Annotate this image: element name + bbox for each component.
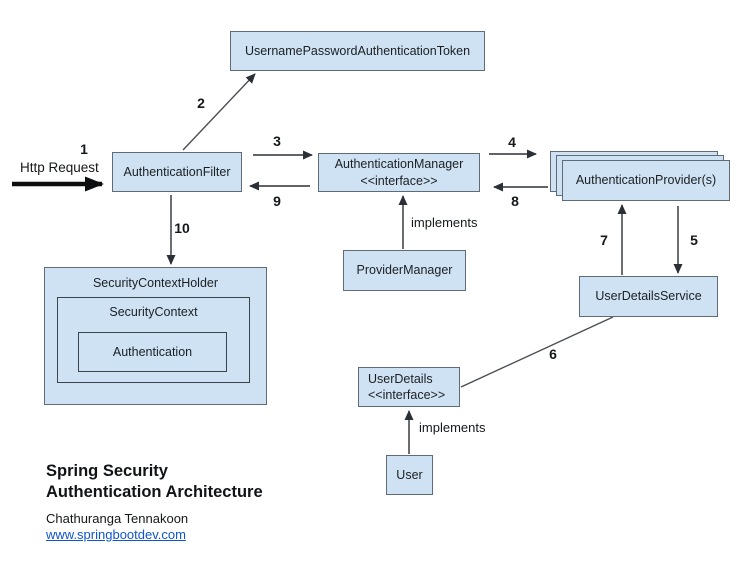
step-10-label: 10: [174, 220, 190, 236]
step-2-label: 2: [197, 95, 205, 111]
security-context-holder-label: SecurityContextHolder: [92, 276, 219, 290]
provider-manager-box: ProviderManager: [343, 250, 466, 291]
user-details-service-box: UserDetailsService: [579, 276, 718, 317]
edge-step-6: [460, 316, 614, 388]
website-link[interactable]: www.springbootdev.com: [46, 527, 186, 542]
implements-provider-manager-label: implements: [411, 215, 478, 230]
authentication-box: Authentication: [78, 332, 227, 372]
username-password-authentication-token-box: UsernamePasswordAuthenticationToken: [230, 31, 485, 71]
step-3-label: 3: [273, 133, 281, 149]
user-details-label: UserDetails: [368, 371, 433, 386]
user-details-service-label: UserDetailsService: [595, 289, 702, 304]
step-8-label: 8: [511, 193, 519, 209]
user-details-stereotype: <<interface>>: [368, 388, 446, 402]
authentication-providers-label: AuthenticationProvider(s): [575, 173, 717, 188]
user-details-box: UserDetails <<interface>>: [358, 367, 460, 407]
authentication-manager-box: AuthenticationManager <<interface>>: [318, 153, 480, 192]
author-name: Chathuranga Tennakoon: [46, 511, 189, 526]
step-4-label: 4: [508, 134, 516, 150]
diagram-title: Spring Security Authentication Architect…: [46, 461, 263, 503]
step-1-label: 1: [80, 141, 88, 157]
step-7-label: 7: [600, 232, 608, 248]
credit-block: Chathuranga Tennakoon www.springbootdev.…: [46, 511, 188, 543]
step-6-label: 6: [549, 346, 557, 362]
step-9-label: 9: [273, 193, 281, 209]
security-context-label: SecurityContext: [109, 305, 198, 319]
diagram-title-line2: Authentication Architecture: [46, 483, 263, 501]
authentication-manager-label: AuthenticationManager: [334, 157, 464, 172]
http-request-label: Http Request: [20, 160, 99, 175]
diagram-title-line1: Spring Security: [46, 462, 168, 480]
step-5-label: 5: [690, 232, 698, 248]
implements-user-label: implements: [419, 420, 486, 435]
provider-manager-label: ProviderManager: [356, 263, 453, 278]
authentication-manager-stereotype: <<interface>>: [360, 173, 438, 188]
authentication-filter-label: AuthenticationFilter: [123, 164, 231, 179]
authentication-providers-box-front: AuthenticationProvider(s): [562, 160, 730, 201]
edge-step-2: [182, 73, 256, 151]
authentication-filter-box: AuthenticationFilter: [112, 152, 242, 192]
username-password-authentication-token-label: UsernamePasswordAuthenticationToken: [244, 43, 471, 58]
user-box: User: [386, 455, 433, 495]
authentication-label: Authentication: [112, 344, 193, 359]
user-label: User: [396, 467, 423, 482]
